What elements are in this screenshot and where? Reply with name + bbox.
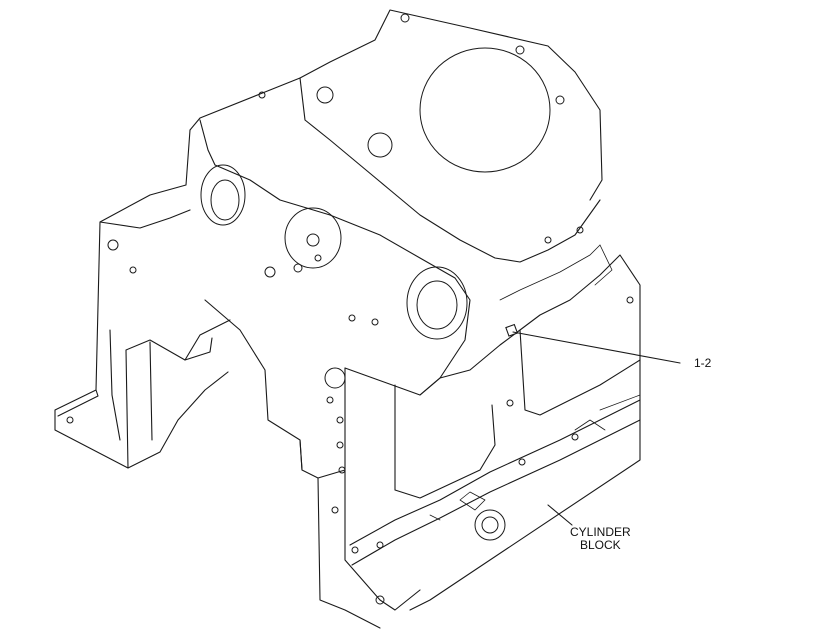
flywheel-housing-outline (54, 9, 603, 471)
leader-line-1-2 (512, 331, 681, 364)
bolt-holes (66, 13, 634, 605)
bore-center (406, 266, 468, 340)
callout-cylinder-block-line1: CYLINDER (570, 525, 631, 539)
leader-lines (512, 331, 681, 526)
plug-fitting (505, 323, 519, 337)
cylinder-bore-large (419, 47, 551, 173)
cylinder-block-body (199, 77, 641, 629)
callout-cylinder-block: CYLINDER BLOCK (570, 526, 631, 552)
callout-part-1-2: 1-2 (694, 356, 712, 370)
leader-line-cylinder-block (547, 504, 573, 526)
gear-hub (284, 207, 342, 269)
cylinder-bores (200, 47, 551, 541)
bore-left-upper (200, 164, 246, 226)
callout-cylinder-block-line2: BLOCK (580, 538, 621, 552)
